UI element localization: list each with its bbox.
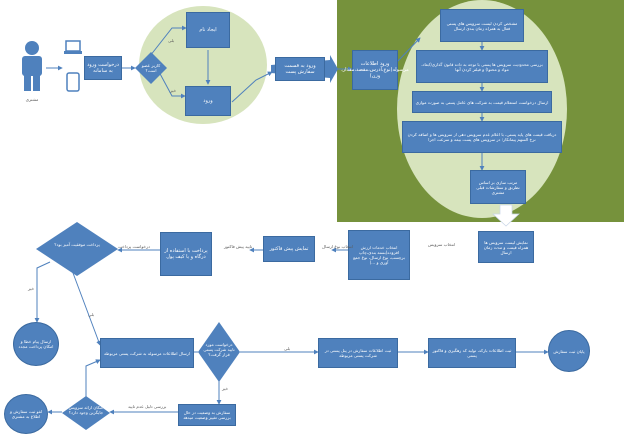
- cancel-node: لغو ثبت سفارش و اطلاع به مشتری: [4, 394, 48, 434]
- phone-icon: [66, 72, 80, 92]
- report-status-box: سفارش به وضعیت در حال بررسی تغییر وضعیت …: [178, 404, 236, 426]
- payment-failure-node: ارسال پیام خطا و امکان پرداخت مجدد: [13, 322, 59, 366]
- edge-label-no2: خیر: [28, 286, 35, 291]
- edge-label-no: خیر: [170, 88, 177, 93]
- membership-question: کاربر عضو است؟: [141, 63, 161, 73]
- edge-label-yes: بلی: [168, 38, 175, 43]
- payment-decision: پرداخت موفقیت آمیز بود؟: [36, 222, 118, 276]
- customer-icon: [17, 40, 47, 92]
- register-box: ایجاد نام: [186, 12, 230, 48]
- edge-label-yes3: بلی: [284, 346, 291, 351]
- invoice-box: تمایش پیش فاکتور: [263, 236, 315, 262]
- alt-service-decision: امکان ارائه سرویس جایگزین وجود دارد؟: [62, 396, 110, 430]
- service-order-box: ورود به قسمت سفارش پست: [275, 57, 325, 81]
- order-decision: درخواست مورد تایید شرکت پستی قرار گرفت؟: [198, 322, 240, 382]
- register-tracking-box: ثبت اطلاعات بارکد، تولید کد رهگیری و فاک…: [428, 338, 516, 368]
- membership-decision: کاربر عضو است؟: [135, 52, 167, 84]
- end-node: پایان ثبت سفارش: [548, 330, 590, 372]
- show-list-box: نمایش لیست سرویس ها همراه قیمت و مدت زما…: [478, 231, 534, 263]
- edge-label-pay: درخواست پرداخت: [118, 244, 150, 249]
- alt-service-question: امکان ارائه سرویس جایگزین وجود دارد؟: [68, 405, 104, 415]
- step-receive-prices: دریافت قیمت های پایه پستی، با اعلام عدم …: [402, 121, 562, 153]
- step-sort-services: مرتب سازی بر اساس نظرنق و سفارشات قبلی م…: [470, 170, 526, 204]
- order-question: درخواست مورد تایید شرکت پستی قرار گرفت؟: [203, 342, 235, 357]
- enter-info-box: ورود اطلاعات مرسوله(نوع،آدرس،مقصد،مقدار،…: [341, 50, 409, 90]
- choose-extras-box: انتخاب خدمات ارزش افزوده(بسته بندی،چاپ ب…: [348, 230, 410, 280]
- edge-label-retry: بررسی دلیل عدم تایید: [128, 404, 167, 409]
- record-tracking-box: ثبت اطلاعات سفارش در پنل پستی در شرکت پس…: [318, 338, 398, 368]
- laptop-icon: [63, 40, 83, 56]
- step-list-services: مشخص کردن لیست سرویس های پستی فعال به هم…: [440, 9, 524, 42]
- edge-label-invoice: تایید پیش فاکتور: [224, 244, 253, 249]
- step-request-prices: ارسال درخواست استعلام قیمت به شرکت های ع…: [412, 91, 552, 113]
- login-box: ورود: [185, 86, 231, 116]
- send-carrier-box: ارسال اطلاعات مرسوله به شرکت پستی مربوطه: [100, 338, 194, 368]
- payment-question: پرداخت موفقیت آمیز بود؟: [54, 242, 100, 247]
- edge-label-select: انتخاب سرویس: [428, 242, 456, 247]
- edge-label-choice: انتخاب نوع ارسال: [322, 244, 354, 249]
- payment-box: پرداخت با استفاده از درگاه و یا کیف پول: [160, 232, 212, 276]
- edge-label-no3: خیر: [222, 386, 229, 391]
- customer-label: مشتری: [25, 97, 39, 102]
- request-entry-box: درخواست ورود به سامانه: [84, 56, 122, 80]
- step-filter-services: بررسی محدودیت سرویس ها پستی با توجه به د…: [416, 50, 548, 83]
- edge-label-yes2: بلی: [88, 312, 95, 317]
